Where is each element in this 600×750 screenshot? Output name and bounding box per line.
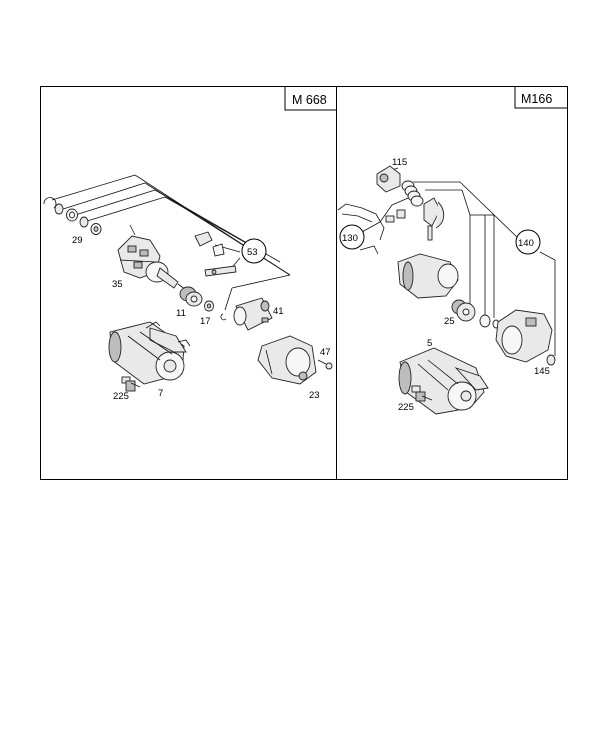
washer bbox=[204, 300, 227, 321]
leader-lines-right bbox=[361, 167, 556, 356]
callout-140: 140 bbox=[518, 238, 534, 249]
pinion-right bbox=[451, 299, 500, 329]
callout-225-right: 225 bbox=[398, 402, 414, 413]
callout-23: 23 bbox=[309, 390, 320, 401]
callout-17: 17 bbox=[200, 316, 211, 327]
clip-parts bbox=[194, 231, 237, 277]
panel-left: M 668 29 bbox=[43, 87, 336, 402]
fork-lever bbox=[423, 197, 445, 241]
callout-circle-53 bbox=[241, 238, 267, 264]
end-cover bbox=[145, 261, 187, 291]
starter-motor-left bbox=[108, 321, 191, 385]
callout-145: 145 bbox=[534, 366, 550, 377]
housing-right bbox=[397, 253, 459, 299]
panel-right: M166 115 bbox=[337, 87, 567, 415]
callout-11: 11 bbox=[176, 308, 186, 319]
tag-box-right bbox=[514, 87, 567, 109]
tag-box-left bbox=[284, 87, 336, 111]
callout-29: 29 bbox=[72, 235, 83, 246]
callout-115: 115 bbox=[392, 157, 407, 168]
callout-225-left: 225 bbox=[113, 391, 129, 402]
callout-41: 41 bbox=[273, 306, 284, 317]
end-housing-right bbox=[495, 309, 556, 366]
spring bbox=[401, 180, 424, 207]
callout-53: 53 bbox=[247, 247, 258, 258]
diagram-frame bbox=[40, 86, 568, 480]
solenoid-switch bbox=[233, 297, 273, 331]
solenoid-top bbox=[376, 165, 401, 193]
callout-35: 35 bbox=[112, 279, 123, 290]
callout-47: 47 bbox=[320, 347, 331, 358]
cable-bracket bbox=[337, 203, 406, 255]
screw-47 bbox=[317, 359, 333, 370]
callout-7: 7 bbox=[158, 388, 163, 399]
drive-housing bbox=[257, 335, 317, 385]
callout-130: 130 bbox=[342, 233, 358, 244]
bolts-right bbox=[411, 385, 433, 402]
bolts-left bbox=[121, 376, 141, 392]
callout-circle-130 bbox=[339, 224, 365, 250]
ring-set bbox=[43, 197, 102, 235]
engine-tag-right: M166 bbox=[521, 92, 552, 106]
callout-25: 25 bbox=[444, 316, 455, 327]
callout-circle-140 bbox=[515, 229, 541, 255]
engine-tag-left: M 668 bbox=[292, 93, 327, 107]
pinion-gear bbox=[179, 286, 203, 307]
callout-5: 5 bbox=[427, 338, 432, 349]
